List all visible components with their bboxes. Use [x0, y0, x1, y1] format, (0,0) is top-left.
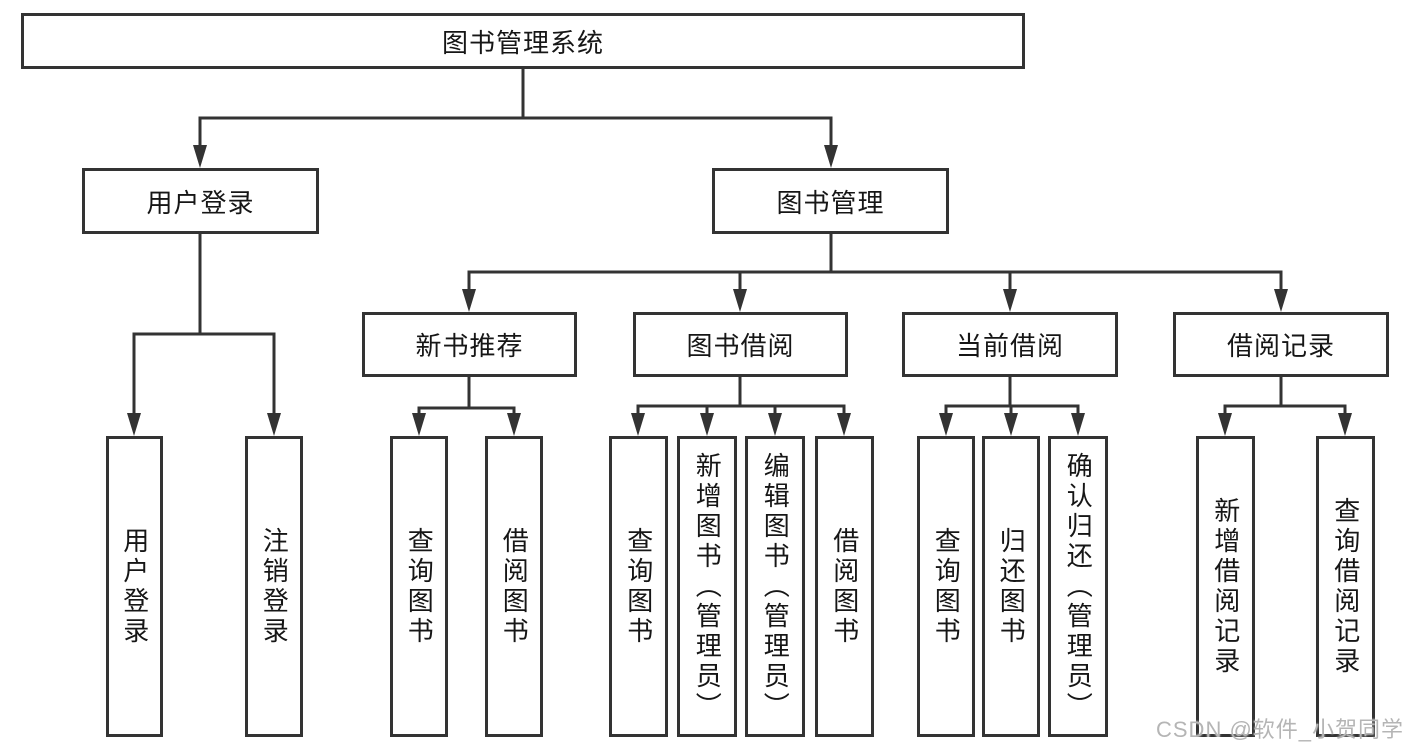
- leaf-user-login: 用户登录: [106, 436, 163, 737]
- node-current-borrowing: 当前借阅: [902, 312, 1118, 377]
- leaf-query-books-recommend: 查询图书: [390, 436, 448, 737]
- node-label: 查询图书: [404, 526, 435, 647]
- node-label: 图书管理: [776, 187, 885, 218]
- node-borrowing-records: 借阅记录: [1173, 312, 1389, 377]
- leaf-confirm-return-admin: 确认归还（管理员）: [1048, 436, 1108, 737]
- node-library-management-system: 图书管理系统: [21, 13, 1025, 69]
- leaf-logout-login: 注销登录: [245, 436, 303, 737]
- node-label: 确认归还（管理员）: [1063, 451, 1094, 722]
- node-book-borrowing: 图书借阅: [633, 312, 848, 377]
- node-book-management: 图书管理: [712, 168, 949, 234]
- leaf-borrow-books-recommend: 借阅图书: [485, 436, 543, 737]
- node-label: 图书管理系统: [441, 27, 604, 58]
- leaf-query-books-current: 查询图书: [917, 436, 975, 737]
- leaf-add-books-admin: 新增图书（管理员）: [677, 436, 737, 737]
- node-label: 查询图书: [623, 526, 654, 647]
- node-label: 新增图书（管理员）: [692, 451, 723, 722]
- tree-edges: [132, 69, 1347, 414]
- node-label: 借阅记录: [1226, 331, 1335, 361]
- leaf-return-books: 归还图书: [982, 436, 1040, 737]
- node-user-login: 用户登录: [82, 168, 319, 234]
- node-label: 编辑图书（管理员）: [760, 451, 791, 722]
- node-label: 用户登录: [119, 526, 150, 647]
- node-label: 查询借阅记录: [1330, 496, 1361, 677]
- arrowheads: [127, 145, 1352, 436]
- node-label: 借阅图书: [499, 526, 530, 647]
- node-label: 查询图书: [931, 526, 962, 647]
- node-label: 图书借阅: [686, 331, 795, 361]
- node-label: 新书推荐: [415, 331, 524, 361]
- leaf-add-borrow-record: 新增借阅记录: [1196, 436, 1255, 737]
- leaf-query-books-borrowing: 查询图书: [609, 436, 668, 737]
- node-label: 当前借阅: [955, 331, 1064, 361]
- node-label: 注销登录: [259, 526, 290, 647]
- node-label: 归还图书: [996, 526, 1027, 647]
- node-new-book-recommend: 新书推荐: [362, 312, 577, 377]
- node-label: 用户登录: [146, 187, 255, 218]
- leaf-edit-books-admin: 编辑图书（管理员）: [745, 436, 805, 737]
- csdn-watermark: CSDN @软件_小贺同学: [1156, 717, 1405, 742]
- leaf-borrow-books-borrowing: 借阅图书: [815, 436, 874, 737]
- node-label: 新增借阅记录: [1210, 496, 1241, 677]
- leaf-query-borrow-record: 查询借阅记录: [1316, 436, 1375, 737]
- node-label: 借阅图书: [829, 526, 860, 647]
